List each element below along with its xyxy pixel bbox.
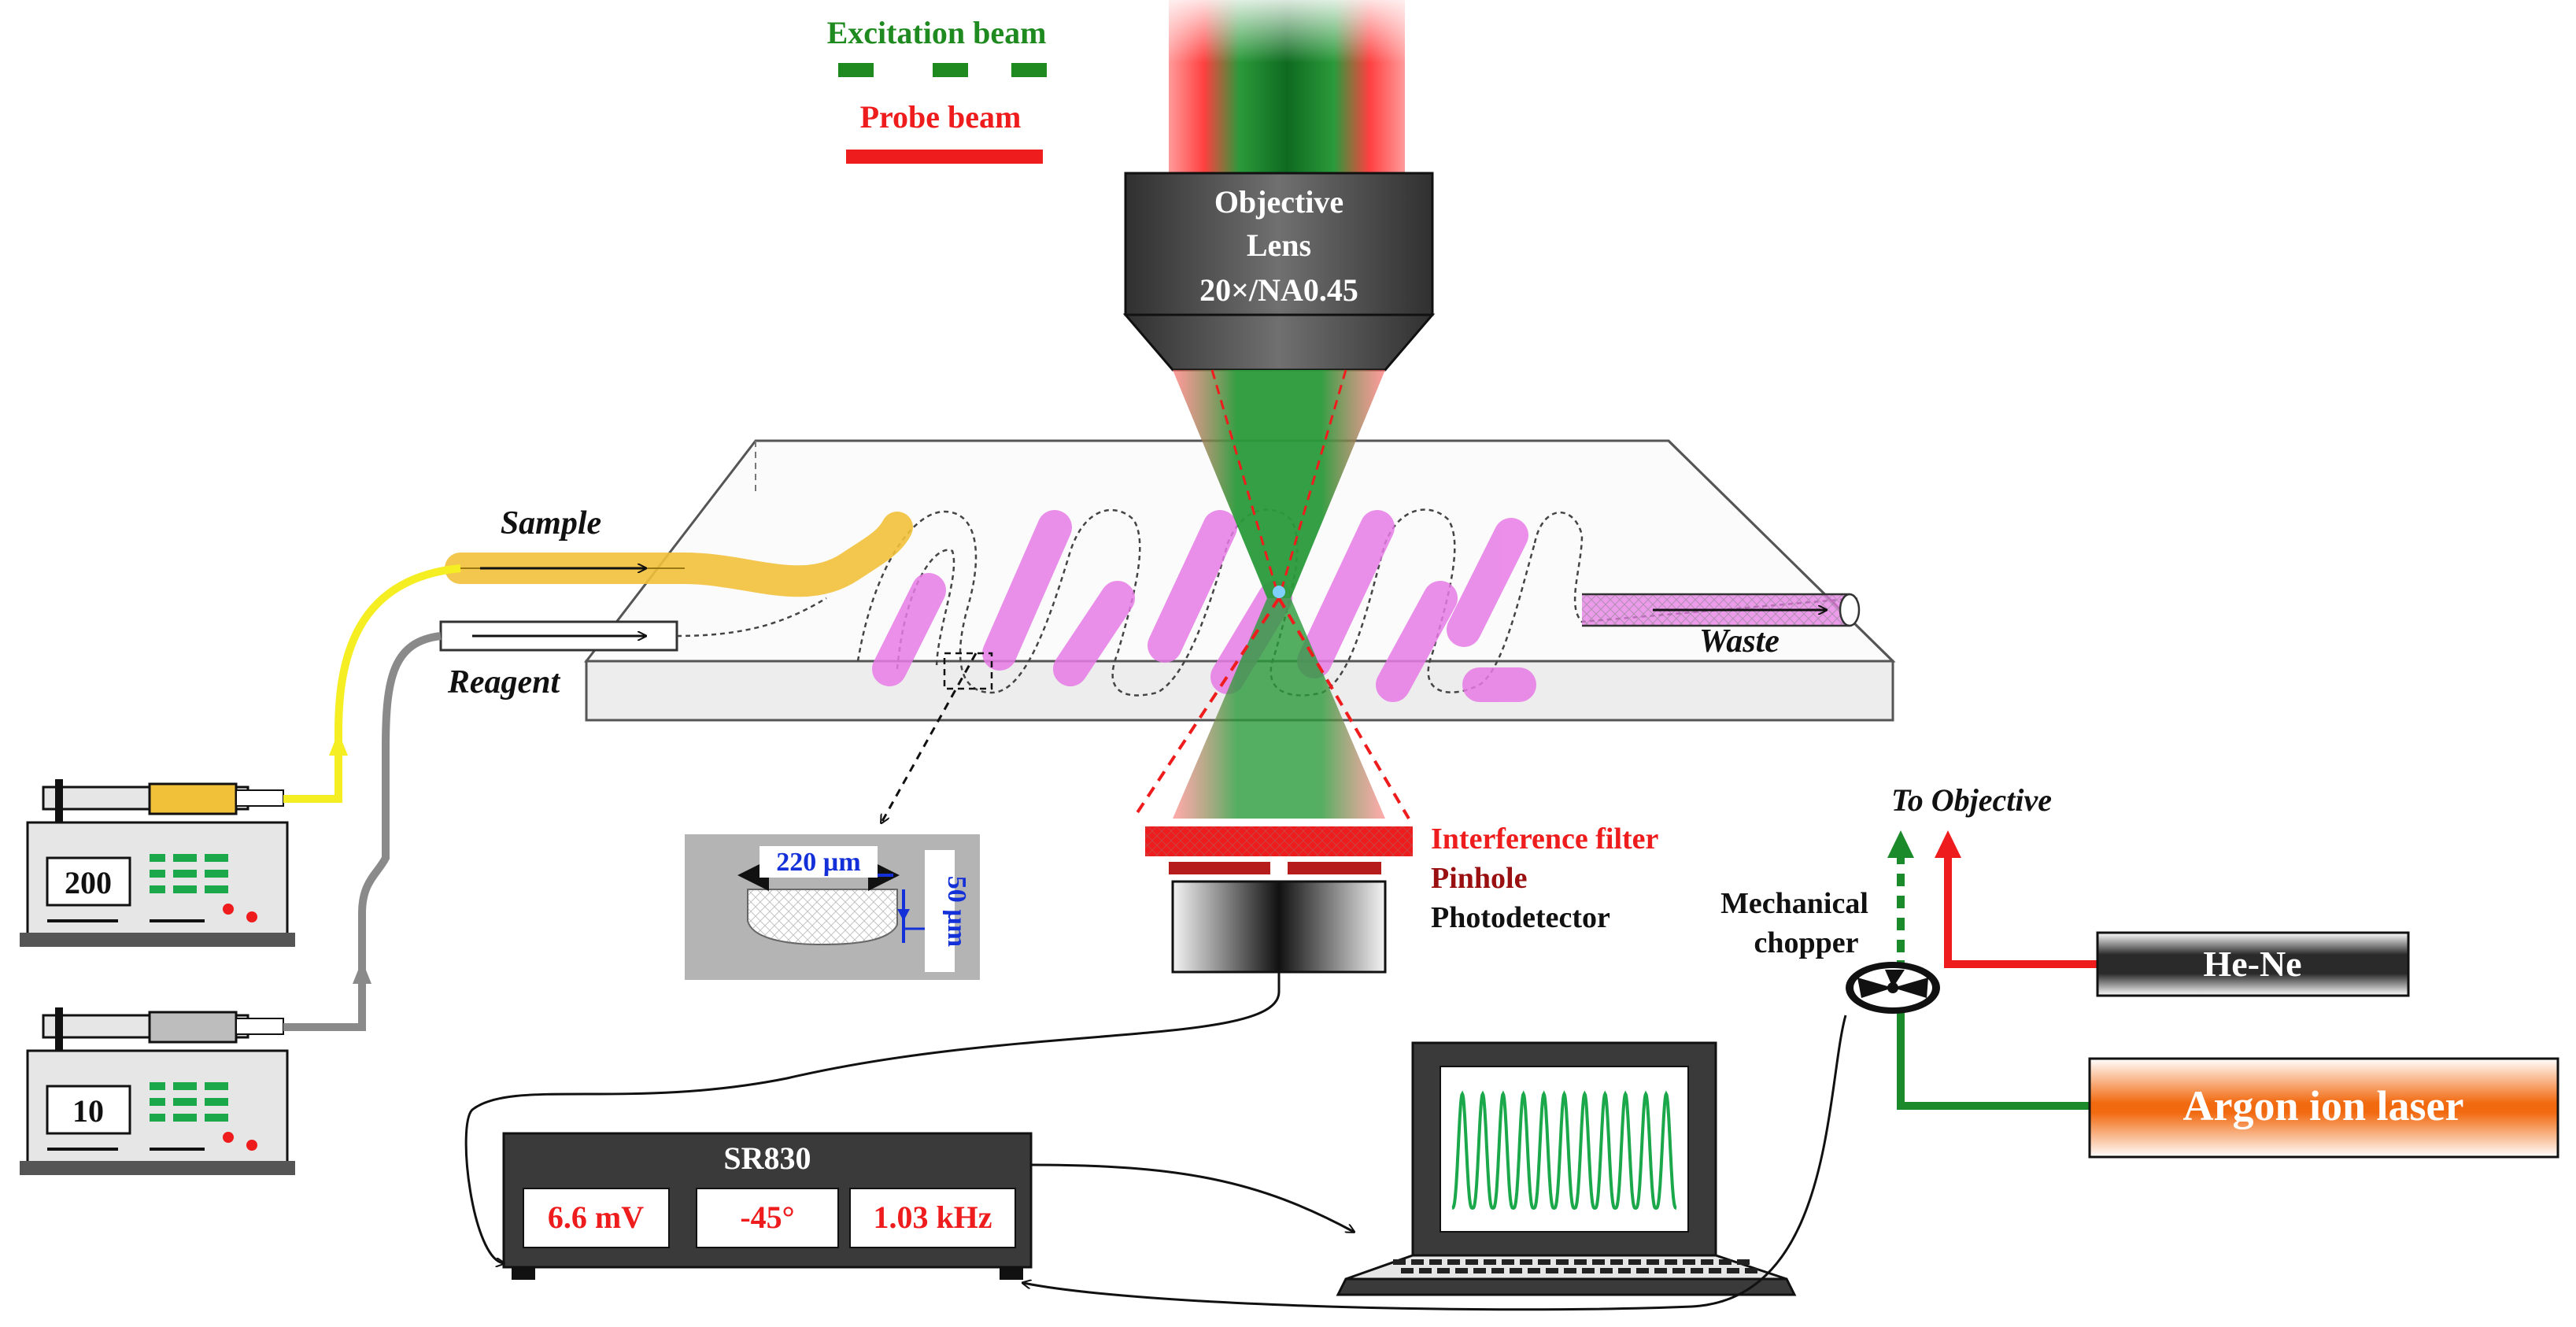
keyboard-key <box>1737 1259 1750 1265</box>
keyboard-key <box>1465 1259 1478 1265</box>
chopper-to-lockin-cable <box>1023 1015 1847 1311</box>
focused-beam <box>1132 369 1410 820</box>
keyboard-key <box>1556 1259 1569 1265</box>
reagent-tubing <box>283 632 442 1031</box>
keyboard-key <box>1719 1259 1732 1265</box>
argon-laser <box>2088 1057 2559 1159</box>
reagent-label: Reagent <box>447 664 561 700</box>
waste-label: Waste <box>1699 623 1780 660</box>
legend-probe-label: Probe beam <box>860 99 1022 135</box>
keyboard-key <box>1618 1268 1631 1273</box>
objective-label-line1: Objective <box>1214 184 1343 220</box>
keyboard-key <box>1592 1259 1605 1265</box>
keyboard-key <box>1646 1259 1659 1265</box>
hene-laser <box>2096 931 2410 997</box>
objective-label-line2: Lens <box>1247 227 1311 263</box>
argon-laser-label: Argon ion laser <box>2183 1082 2464 1129</box>
legend-probe-swatch <box>846 150 1043 164</box>
legend: Excitation beam Probe beam <box>827 15 1047 164</box>
keyboard-key <box>1691 1268 1703 1273</box>
keyboard-key <box>1709 1268 1721 1273</box>
pinhole-label: Pinhole <box>1431 862 1527 895</box>
sample-tubing <box>283 564 461 803</box>
keyboard-key <box>1582 1268 1595 1273</box>
keyboard-key <box>1510 1268 1522 1273</box>
laptop-signal-trace <box>1451 1090 1677 1211</box>
objective-lens: Objective Lens 20×/NA0.45 <box>1122 172 1436 371</box>
hene-laser-label: He-Ne <box>2203 944 2301 984</box>
laser-section: To Objective Mechanical chopper He-Ne Ar… <box>1720 782 2559 1159</box>
keyboard-key <box>1564 1268 1576 1273</box>
reaction-zones <box>872 510 1536 702</box>
keyboard-key <box>1538 1259 1550 1265</box>
keyboard-key <box>1528 1268 1540 1273</box>
keyboard-key <box>1683 1259 1695 1265</box>
keyboard-key <box>1546 1268 1558 1273</box>
lockin-readout-frequency: 1.03 kHz <box>873 1199 992 1235</box>
detector-to-lockin-cable <box>464 972 1281 1263</box>
photodetector <box>1171 880 1387 974</box>
pump-2-display: 10 <box>72 1093 104 1129</box>
cross-section-width-label: 220 µm <box>776 848 860 877</box>
lockin-to-laptop-cable <box>1030 1163 1354 1232</box>
keyboard-key <box>1665 1259 1677 1265</box>
syringe-pump-1: 200 <box>20 779 295 947</box>
sample-label: Sample <box>501 505 601 542</box>
lockin-amplifier: SR830 6.6 mV -45° 1.03 kHz <box>502 1132 1033 1280</box>
keyboard-key <box>1701 1259 1713 1265</box>
legend-excitation-swatch <box>838 63 1047 77</box>
keyboard-key <box>1672 1268 1685 1273</box>
keyboard-key <box>1654 1268 1667 1273</box>
keyboard-key <box>1437 1268 1450 1273</box>
keyboard-key <box>1401 1268 1414 1273</box>
microchip: Sample Reagent Waste <box>439 439 1896 722</box>
pump-1-display: 200 <box>65 865 112 900</box>
mechanical-chopper <box>1846 962 1940 1014</box>
keyboard-key <box>1484 1259 1496 1265</box>
lockin-model: SR830 <box>723 1140 811 1176</box>
syringe-pump-2: 10 <box>20 1007 295 1175</box>
interference-filter-label: Interference filter <box>1431 822 1659 856</box>
keyboard-key <box>1447 1259 1460 1265</box>
keyboard-key <box>1419 1268 1432 1273</box>
keyboard-key <box>1520 1259 1532 1265</box>
objective-label-line3: 20×/NA0.45 <box>1199 272 1358 308</box>
keyboard-key <box>1610 1259 1623 1265</box>
probe-path <box>1944 854 2097 968</box>
chopper-label-line2: chopper <box>1754 926 1859 959</box>
keyboard-key <box>1727 1268 1739 1273</box>
cross-section-depth-label: 50 µm <box>942 876 971 947</box>
to-objective-label: To Objective <box>1891 782 2052 818</box>
incoming-beam <box>1169 0 1405 181</box>
lockin-readout-amplitude: 6.6 mV <box>548 1199 644 1235</box>
photodetector-label: Photodetector <box>1431 901 1610 934</box>
detection-stack: Interference filter Pinhole Photodetecto… <box>1145 822 1659 974</box>
keyboard-key <box>1473 1268 1486 1273</box>
keyboard-key <box>1636 1268 1649 1273</box>
keyboard-key <box>1429 1259 1442 1265</box>
keyboard-key <box>1502 1259 1514 1265</box>
channel-cross-section-inset: 220 µm 50 µm <box>685 652 993 980</box>
keyboard-key <box>1600 1268 1613 1273</box>
keyboard-key <box>1628 1259 1641 1265</box>
laptop <box>1336 1041 1797 1296</box>
keyboard-key <box>1455 1268 1468 1273</box>
keyboard-key <box>1574 1259 1587 1265</box>
lockin-readout-phase: -45° <box>740 1199 794 1235</box>
keyboard-key <box>1491 1268 1504 1273</box>
keyboard-key <box>1393 1259 1406 1265</box>
keyboard-key <box>1745 1268 1757 1273</box>
chopper-label-line1: Mechanical <box>1720 887 1868 920</box>
keyboard-key <box>1411 1259 1424 1265</box>
legend-excitation-label: Excitation beam <box>827 15 1047 50</box>
